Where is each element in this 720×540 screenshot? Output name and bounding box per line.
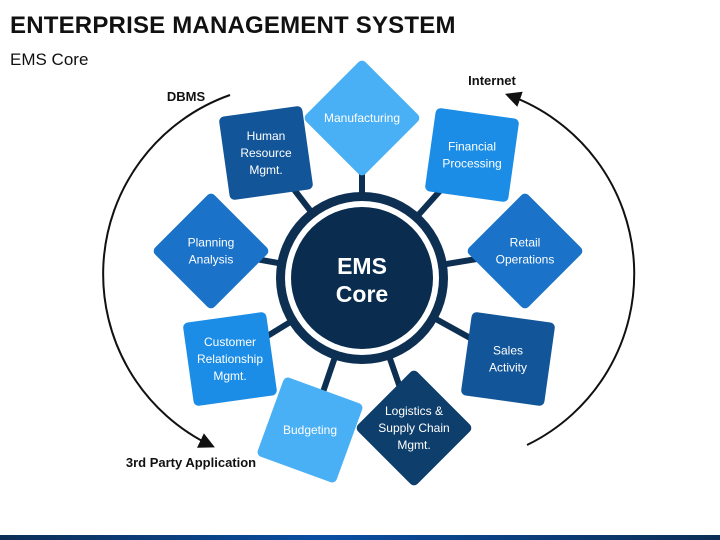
module-customer-relationship-label-3: Mgmt. xyxy=(213,369,246,383)
hub-label-line-1: EMS xyxy=(337,253,387,279)
module-logistics-supply-chain-label-2: Supply Chain xyxy=(378,421,449,435)
module-logistics-supply-chain-box xyxy=(356,370,472,486)
module-human-resource-box xyxy=(219,106,313,200)
module-customer-relationship-label-2: Relationship xyxy=(197,352,263,366)
module-sales-activity-label-2: Activity xyxy=(489,361,527,375)
hub-core xyxy=(291,207,433,349)
module-financial-processing-label-1: Financial xyxy=(448,140,496,154)
module-budgeting-box xyxy=(257,377,363,483)
module-budgeting-label-1: Budgeting xyxy=(283,423,337,437)
module-retail-operations-label-1: Retail xyxy=(510,236,541,250)
module-human-resource-label-2: Resource xyxy=(240,146,292,160)
left-arc-arrow xyxy=(102,94,231,448)
module-sales-activity-label-1: Sales xyxy=(493,344,523,358)
module-manufacturing[interactable]: Manufacturing xyxy=(303,59,422,178)
page-subtitle: EMS Core xyxy=(10,50,89,69)
module-retail-operations-box xyxy=(467,193,583,309)
module-budgeting[interactable]: Budgeting xyxy=(256,376,364,484)
module-manufacturing-box xyxy=(304,60,420,176)
module-planning-analysis-label-1: Planning xyxy=(188,236,235,250)
module-planning-analysis-box xyxy=(153,193,269,309)
page-title: ENTERPRISE MANAGEMENT SYSTEM xyxy=(10,12,456,39)
module-manufacturing-label-1: Manufacturing xyxy=(324,111,400,125)
modules-group: ManufacturingFinancialProcessingRetailOp… xyxy=(152,59,585,488)
internet-label: Internet xyxy=(468,73,516,88)
third-party-label: 3rd Party Application xyxy=(126,455,256,470)
dbms-label: DBMS xyxy=(167,89,206,104)
module-planning-analysis-label-2: Analysis xyxy=(189,253,234,267)
module-financial-processing-label-2: Processing xyxy=(442,157,501,171)
module-customer-relationship-box xyxy=(183,312,277,406)
module-financial-processing-box xyxy=(425,108,519,202)
module-human-resource-label-1: Human xyxy=(247,129,286,143)
module-human-resource-label-3: Mgmt. xyxy=(249,163,282,177)
module-customer-relationship-label-1: Customer xyxy=(204,335,256,349)
module-sales-activity-box xyxy=(461,312,555,406)
hub-label-line-2: Core xyxy=(336,281,388,307)
right-arc-arrow xyxy=(504,91,636,446)
module-logistics-supply-chain-label-1: Logistics & xyxy=(385,404,443,418)
bottom-accent-bar xyxy=(0,535,720,540)
module-logistics-supply-chain-label-3: Mgmt. xyxy=(397,438,430,452)
module-retail-operations-label-2: Operations xyxy=(496,253,555,267)
